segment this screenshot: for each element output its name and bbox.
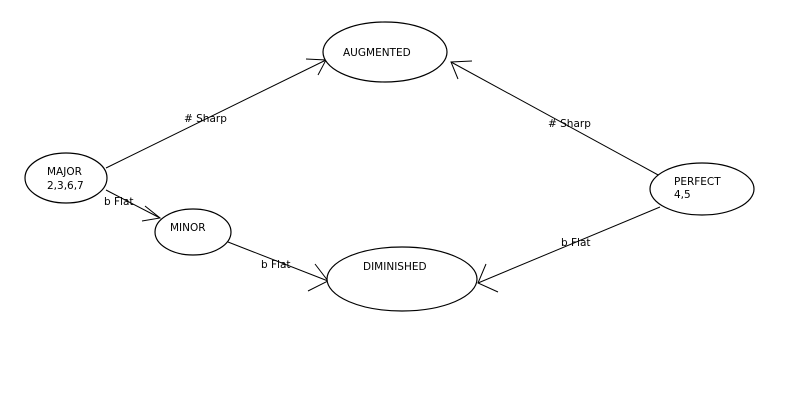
node-sublabel: 2,3,6,7 [47, 180, 84, 192]
node-label: MAJOR [47, 166, 82, 178]
edge-label-perfect-augmented: # Sharp [548, 118, 591, 130]
edge-label-major-minor: b Flat [104, 196, 134, 208]
node-ellipse [154, 208, 232, 256]
node-minor: MINOR [154, 208, 232, 256]
arrow-head [477, 263, 499, 293]
edge-line [105, 189, 161, 219]
edge-line [477, 206, 661, 284]
edge-major-to-minor [105, 189, 162, 222]
edge-perfect-to-augmented [450, 60, 661, 177]
node-diminished: DIMINISHED [326, 246, 478, 312]
node-ellipse [326, 246, 478, 312]
edge-line [450, 61, 661, 177]
node-ellipse [322, 21, 448, 83]
node-ellipse [24, 152, 108, 204]
node-label: PERFECT [674, 176, 721, 188]
edge-label-minor-diminished: b Flat [261, 259, 291, 271]
node-label: DIMINISHED [363, 261, 427, 273]
arrow-head [141, 205, 162, 222]
node-label: AUGMENTED [343, 47, 411, 59]
edge-label-major-augmented: # Sharp [184, 113, 227, 125]
node-sublabel: 4,5 [674, 189, 691, 201]
edge-perfect-to-diminished [477, 206, 661, 293]
arrow-head [450, 60, 473, 80]
edge-line [227, 241, 329, 282]
node-label: MINOR [170, 222, 206, 234]
node-ellipse [649, 162, 755, 216]
node-perfect: PERFECT 4,5 [649, 162, 755, 216]
node-major: MAJOR 2,3,6,7 [24, 152, 108, 204]
node-augmented: AUGMENTED [322, 21, 448, 83]
edge-line [105, 59, 327, 169]
edge-label-perfect-diminished: b Flat [561, 237, 591, 249]
